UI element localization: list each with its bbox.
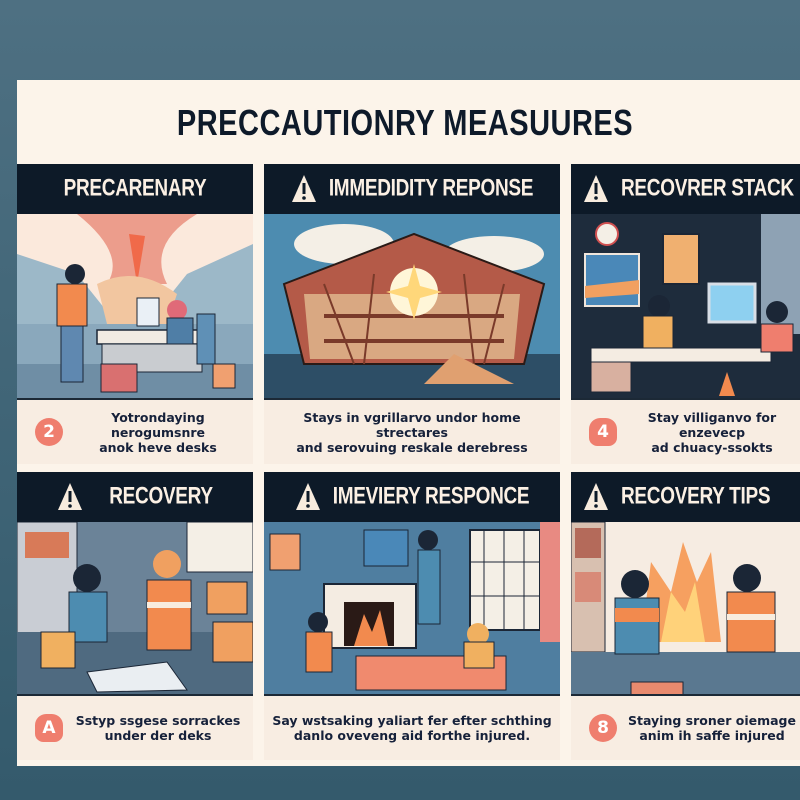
poster-title: PRECCAUTIONRY MEASUURES <box>176 103 634 144</box>
caption-text: Staying sroner oiemage anim ih saffe inj… <box>628 713 796 743</box>
panel-header: RECOVERY <box>17 472 253 522</box>
panel-recovery: RECOVERY A Sstyp ss <box>17 472 253 760</box>
panel-header: IMMEDIDITY REPONSE <box>264 164 560 214</box>
panel-header-label: IMMEDIDITY REPONSE <box>328 175 534 202</box>
infographic-poster: PRECCAUTIONRY MEASUURES PRECARENARY <box>17 80 800 766</box>
panel-caption: Say wstsaking yaliart fer efter schthing… <box>264 694 560 760</box>
panel-header-label: RECOVERY <box>109 483 213 510</box>
panel-header-label: RECOVRER STACK <box>621 175 794 202</box>
illustration-workers-by-fire <box>571 522 800 696</box>
panel-caption: Stays in vgrillarvo undor home strectare… <box>264 398 560 464</box>
illustration-worker-at-desk <box>17 214 253 398</box>
caption-text: Yotrondaying nerogumsnre anok heve desks <box>99 409 217 455</box>
panel-header: RECOVRER STACK <box>571 164 800 214</box>
panel-immedidity-reponse: IMMEDIDITY REPONSE Stays in vgrillarvo u… <box>264 164 560 464</box>
warning-icon <box>291 175 316 202</box>
caption-text: Stays in vgrillarvo undor home strectare… <box>296 409 528 455</box>
step-number-badge: 4 <box>589 418 617 446</box>
illustration-office-desk <box>571 214 800 398</box>
panel-caption: 8 Staying sroner oiemage anim ih saffe i… <box>571 694 800 760</box>
panel-precarenary: PRECARENARY <box>17 164 253 464</box>
illustration-worker-helping-boy <box>17 522 253 696</box>
panel-header: PRECARENARY <box>17 164 253 214</box>
step-number-badge: 2 <box>35 418 63 446</box>
panel-recovery-tips: RECOVERY TIPS 8 Sta <box>571 472 800 760</box>
panel-recovrer-stack: RECOVRER STACK 4 St <box>571 164 800 464</box>
warning-icon <box>295 483 320 510</box>
warning-icon <box>58 483 83 510</box>
caption-text: Say wstsaking yaliart fer efter schthing… <box>272 713 552 743</box>
panel-imeviery-responce: IMEVIERY RESPONCE <box>264 472 560 760</box>
illustration-fireplace-room <box>264 522 560 696</box>
panel-header-label: PRECARENARY <box>63 175 207 202</box>
panel-header: RECOVERY TIPS <box>571 472 800 522</box>
step-number-badge: A <box>35 714 63 742</box>
step-number-badge: 8 <box>589 714 617 742</box>
panel-header: IMEVIERY RESPONCE <box>264 472 560 522</box>
illustration-collapsing-house <box>264 214 560 398</box>
warning-icon <box>584 483 608 510</box>
warning-icon <box>584 175 608 202</box>
panel-header-label: RECOVERY TIPS <box>621 483 771 510</box>
panel-caption: A Sstyp ssgese sorrackes under der deks <box>17 694 253 760</box>
panel-caption: 2 Yotrondaying nerogumsnre anok heve des… <box>17 398 253 464</box>
caption-text: Stay villiganvo for enzevecp ad chuacy-s… <box>647 409 777 455</box>
title-bar: PRECCAUTIONRY MEASUURES <box>17 80 800 168</box>
panel-header-label: IMEVIERY RESPONCE <box>332 483 530 510</box>
panel-caption: 4 Stay villiganvo for enzevecp ad chuacy… <box>571 398 800 464</box>
caption-text: Sstyp ssgese sorrackes under der deks <box>75 713 241 743</box>
